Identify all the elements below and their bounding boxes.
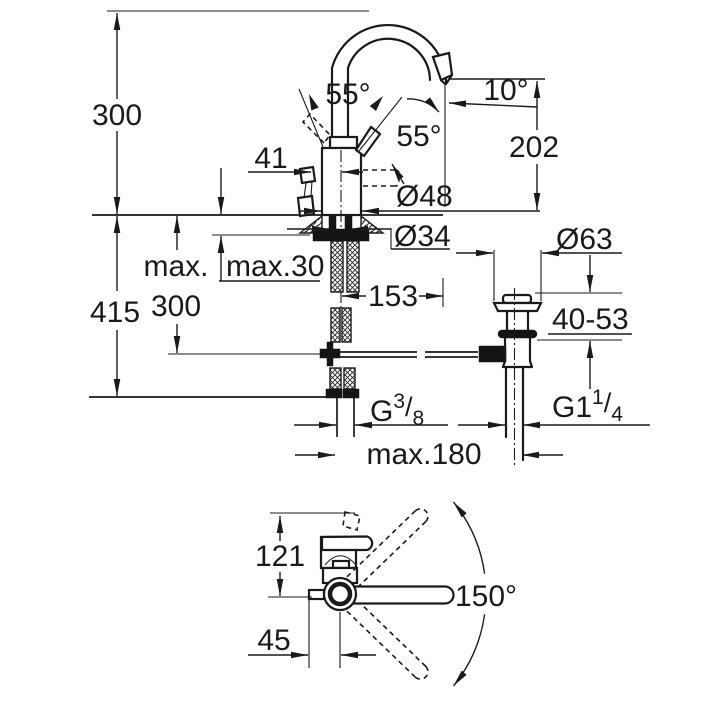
swivel-arc-upper bbox=[452, 501, 486, 574]
dim-label-max300: 300 bbox=[151, 290, 201, 323]
dim-label-g114: G11/4 bbox=[552, 386, 623, 426]
plan-left-boss bbox=[307, 588, 326, 601]
dim-label-10: 10° bbox=[483, 74, 528, 107]
g114-numerator: 1 bbox=[592, 386, 604, 409]
dim-label-55-swing: 55° bbox=[325, 78, 370, 111]
lever-down-link bbox=[303, 180, 313, 199]
supply-nipple-lines bbox=[336, 398, 355, 437]
mounting-nut bbox=[312, 228, 370, 242]
drain-neck bbox=[505, 309, 530, 332]
dim-label-55-lever: 55° bbox=[396, 120, 441, 153]
swing-arrow-left bbox=[309, 94, 319, 111]
supply-hose-right bbox=[346, 240, 360, 293]
dim-label-63: Ø63 bbox=[556, 223, 613, 256]
dim-label-4053: 40-53 bbox=[552, 303, 629, 336]
supply-hose-left bbox=[330, 240, 344, 293]
dim-label-202: 202 bbox=[509, 131, 559, 164]
dim-label-121: 121 bbox=[255, 540, 305, 573]
dim-45-extension-lines bbox=[308, 595, 341, 668]
spout-outlet bbox=[431, 51, 454, 82]
lever-raised-dashed bbox=[301, 112, 332, 145]
spout-dashed-down-lines bbox=[346, 599, 427, 678]
g114-prefix: G1 bbox=[552, 391, 592, 424]
dim-label-150: 150° bbox=[455, 580, 517, 613]
dim-label-153: 153 bbox=[368, 280, 418, 313]
spout-solid bbox=[352, 585, 455, 605]
dim-10-arrow bbox=[448, 100, 538, 108]
g114-denominator: 4 bbox=[611, 403, 623, 426]
lever-right-solid bbox=[354, 125, 382, 158]
drain-cap bbox=[501, 293, 533, 305]
plan-dimensions: 121 150° 45 bbox=[248, 501, 517, 687]
dim-48-leader bbox=[391, 163, 405, 185]
rod-lines bbox=[339, 351, 478, 358]
g38-prefix: G bbox=[370, 395, 393, 428]
dim-label-48: Ø48 bbox=[396, 180, 453, 213]
dim-label-max180: max.180 bbox=[366, 438, 481, 471]
dim-4053-extension-lines bbox=[535, 292, 622, 341]
spout-pipe bbox=[330, 66, 350, 139]
front-dimensions: 300 415 max. 300 max.30 41 55° bbox=[89, 13, 650, 471]
handle-lever bbox=[320, 535, 374, 552]
faucet-outline bbox=[296, 23, 454, 309]
hose-nut-left bbox=[325, 388, 343, 399]
g114-slash: / bbox=[604, 388, 612, 418]
swivel-ring-inner bbox=[327, 581, 353, 607]
pop-up-rod bbox=[168, 345, 507, 363]
lever-down-grip bbox=[296, 194, 316, 218]
swivel-arc-lower bbox=[452, 614, 486, 687]
plan-view: 121 150° 45 bbox=[248, 501, 517, 687]
plan-faucet bbox=[307, 508, 455, 680]
drain-assembly bbox=[492, 288, 543, 468]
spout-dashed-down-cap bbox=[414, 665, 429, 680]
dim-label-45: 45 bbox=[257, 624, 290, 657]
g38-numerator: 3 bbox=[393, 390, 405, 413]
dim-label-41: 41 bbox=[254, 142, 287, 175]
aerator-dashed bbox=[363, 169, 400, 187]
dim-label-g38: G3/8 bbox=[370, 390, 424, 430]
rod-drain-nut bbox=[478, 345, 507, 363]
hose-end-right bbox=[343, 367, 356, 390]
spout-inner-arc bbox=[346, 37, 432, 82]
handle-tip-dashed bbox=[342, 510, 361, 532]
front-view: 300 415 max. 300 max.30 41 55° bbox=[89, 10, 650, 471]
spout-dashed-up-cap bbox=[414, 508, 429, 523]
hose-end-left bbox=[329, 367, 342, 390]
spout-tip bbox=[439, 73, 454, 86]
lever-down-paddle bbox=[298, 165, 317, 185]
mounting-hardware bbox=[297, 214, 386, 437]
dim-label-max: max. bbox=[143, 250, 208, 283]
g38-denominator: 8 bbox=[413, 407, 425, 430]
spout-dashed-up-lines bbox=[346, 510, 427, 589]
drain-tailpipe bbox=[504, 365, 525, 462]
handle-dome-curve bbox=[324, 555, 356, 566]
dim-label-415: 415 bbox=[90, 296, 140, 329]
g38-slash: / bbox=[405, 392, 413, 422]
hose-nut-right bbox=[342, 388, 360, 399]
drain-gasket bbox=[497, 329, 538, 339]
dim-63-extension-lines bbox=[493, 250, 542, 301]
hose-lower-right bbox=[341, 307, 352, 343]
drain-body bbox=[501, 336, 534, 369]
dim-label-300: 300 bbox=[92, 99, 142, 132]
dim-label-max30: max.30 bbox=[226, 250, 324, 283]
hose-lower-left bbox=[330, 307, 341, 343]
drain-flange bbox=[492, 301, 543, 313]
lever-right-axis-line bbox=[358, 96, 403, 152]
dim-label-34: Ø34 bbox=[394, 220, 451, 253]
cartridge-neck bbox=[328, 135, 359, 150]
swing-arrow-right bbox=[369, 96, 383, 111]
rod-coupling-horizontal bbox=[319, 348, 341, 359]
lever-left-axis-line bbox=[298, 88, 324, 148]
lever-angle-arc bbox=[406, 97, 440, 113]
